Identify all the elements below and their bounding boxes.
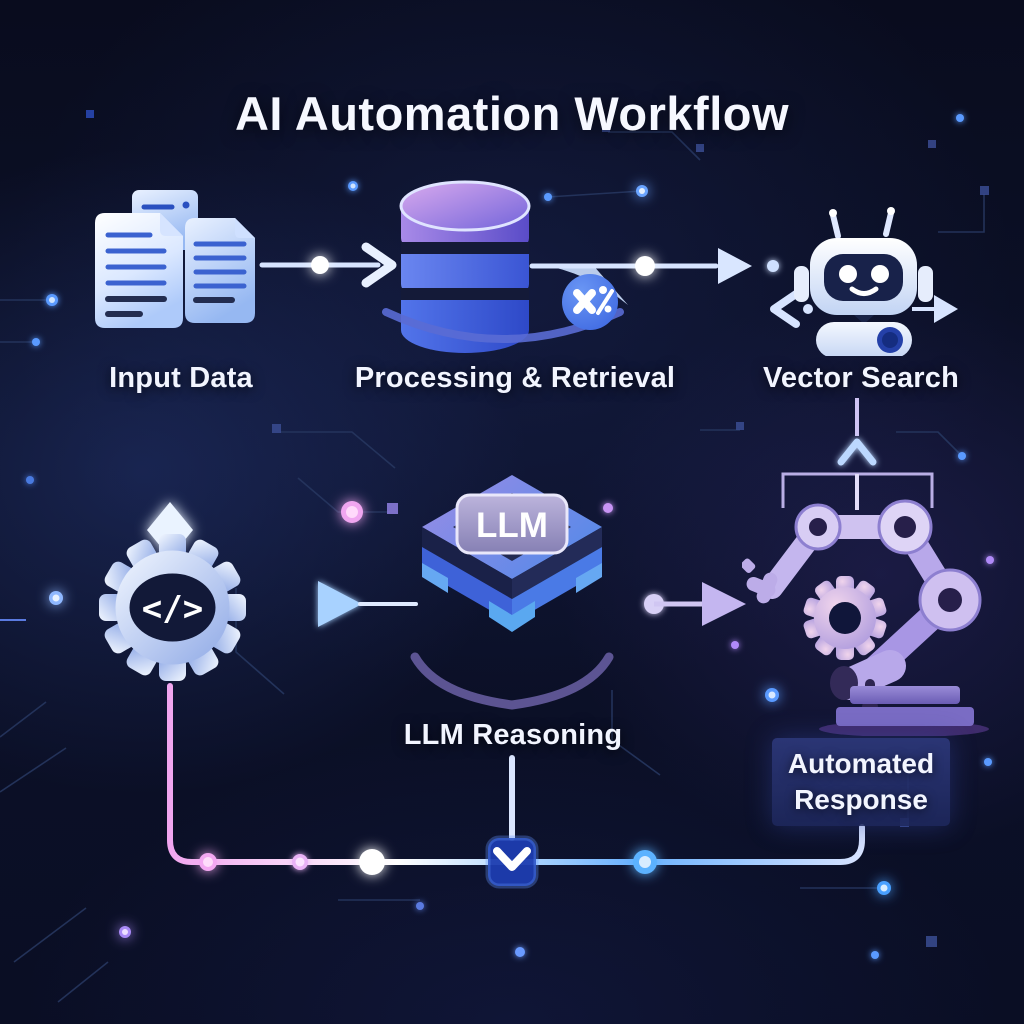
label-automated-response: Automated Response [772, 738, 950, 826]
documents-icon [95, 190, 255, 328]
right-page [185, 218, 255, 323]
robot-ear-left [794, 266, 809, 302]
base-arc-icon [410, 652, 614, 710]
front-page [95, 213, 183, 328]
code-glyph: </> [142, 589, 203, 629]
arrow-gear-to-llm [248, 581, 418, 627]
label-input-data: Input Data [109, 362, 253, 394]
llm-plate: LLM [455, 493, 569, 555]
arrowhead-right-icon [702, 582, 746, 626]
label-processing-retrieval: Processing & Retrieval [354, 362, 676, 394]
label-vector-search: Vector Search [762, 362, 960, 394]
page-title: AI Automation Workflow [234, 87, 790, 140]
label-llm-reasoning: LLM Reasoning [403, 719, 623, 751]
arrow-llm-to-arm [644, 582, 746, 626]
wrench-piece-icon [742, 558, 778, 604]
arrowhead-right-icon [318, 581, 362, 627]
arm-base-top [850, 686, 960, 704]
robot-icon [794, 207, 933, 356]
arrowhead-right-icon [718, 248, 752, 284]
chevron-down-icon [485, 835, 539, 889]
robot-ear-right [918, 266, 933, 302]
arm-gear-icon [803, 576, 887, 660]
automated-response-text: Automated Response [787, 747, 935, 815]
arrowhead-up-icon [837, 438, 877, 466]
sparkle-badge-icon [562, 274, 618, 330]
arm-base-bottom [836, 707, 974, 726]
database-icon [382, 180, 624, 353]
gear-code-icon: </> [99, 534, 246, 681]
llm-chip-icon: LLM [410, 475, 614, 710]
robotic-arm-icon [742, 499, 989, 736]
llm-badge-text: LLM [476, 506, 548, 545]
